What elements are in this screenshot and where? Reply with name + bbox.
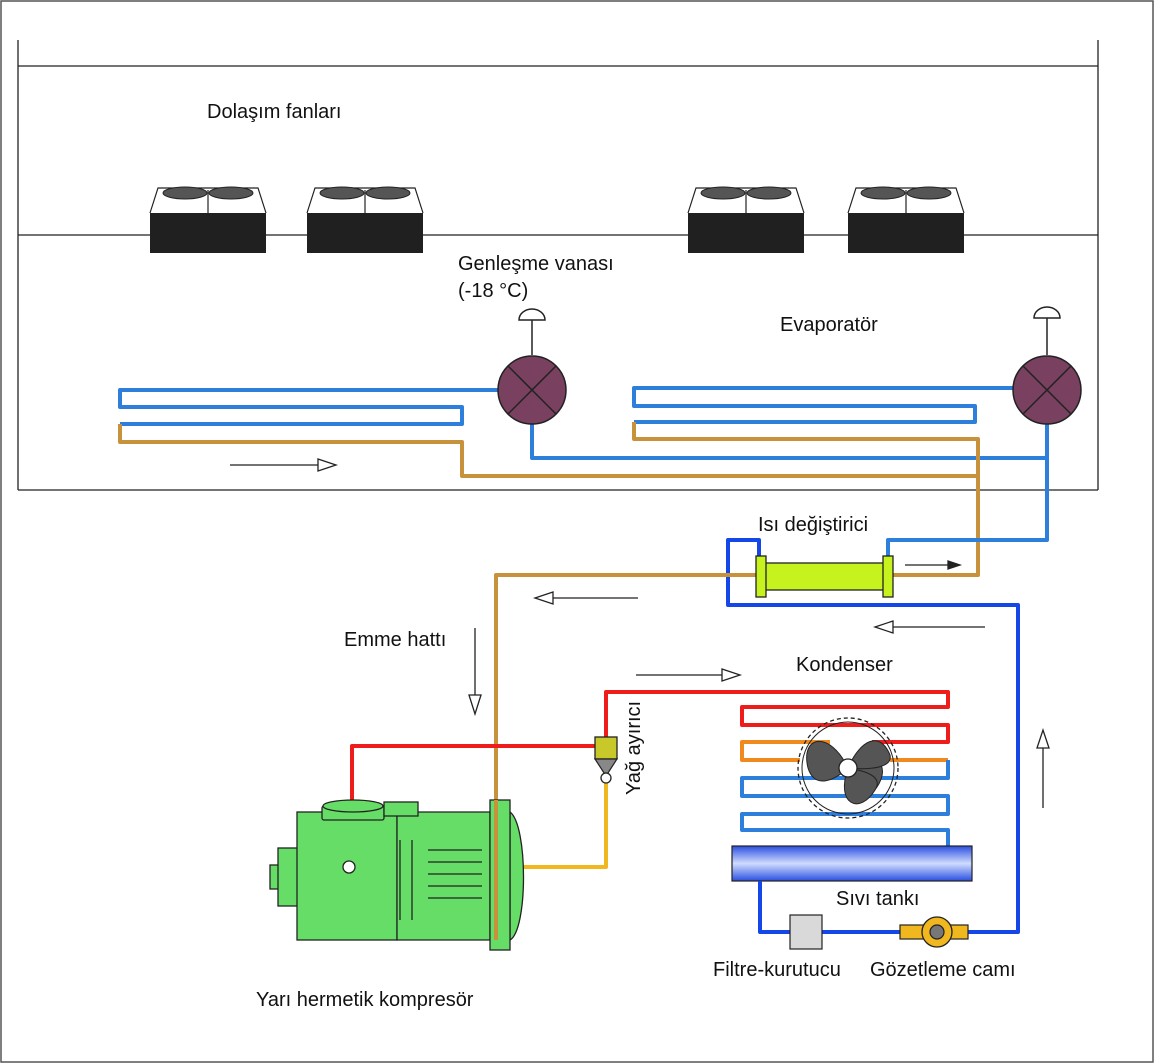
flow-arrow-icon xyxy=(230,458,339,472)
sight-glass-label: Gözetleme camı xyxy=(870,959,1016,981)
fan-unit xyxy=(149,186,267,253)
expansion-valve-label: Genleşme vanası xyxy=(458,253,614,275)
compressor-label: Yarı hermetik kompresör xyxy=(256,989,474,1011)
compressor xyxy=(269,799,525,951)
liquid-tank-label: Sıvı tankı xyxy=(836,888,919,910)
flow-arrow-icon xyxy=(468,628,482,717)
flow-arrow-icon xyxy=(872,620,985,634)
fan-unit xyxy=(847,186,965,253)
evaporator-coil-left xyxy=(118,388,1047,577)
filter-drier xyxy=(789,914,823,950)
heat-exchanger-label: Isı değiştirici xyxy=(758,514,868,536)
condenser-fan xyxy=(797,717,899,819)
evaporator-label: Evaporatör xyxy=(780,314,878,336)
suction-line-label: Emme hattı xyxy=(344,629,446,651)
expansion-temp-label: (-18 °C) xyxy=(458,280,528,302)
expansion-valve-left xyxy=(497,308,567,425)
flow-arrow-icon xyxy=(1036,727,1050,808)
flow-arrows xyxy=(230,458,1050,808)
fan-unit xyxy=(687,186,805,253)
liquid-line xyxy=(758,881,978,934)
condenser-label: Kondenser xyxy=(796,654,893,676)
flow-arrow-icon xyxy=(905,560,963,570)
filter-drier-label: Filtre-kurutucu xyxy=(713,959,841,981)
flow-arrow-icon xyxy=(636,668,743,682)
liquid-tank xyxy=(731,845,973,882)
evaporator-coil-right xyxy=(632,386,1049,556)
heat-exchanger xyxy=(755,555,894,598)
oil-separator xyxy=(593,736,619,784)
flow-arrow-icon xyxy=(532,591,638,605)
fan-unit xyxy=(306,186,424,253)
expansion-valve-right xyxy=(1012,306,1082,425)
sight-glass xyxy=(899,916,969,948)
oil-separator-label: Yağ ayırıcı xyxy=(623,701,645,795)
circulation-fans xyxy=(149,186,965,253)
fans-label: Dolaşım fanları xyxy=(207,101,342,123)
heat-exchanger-piping xyxy=(494,538,1020,934)
